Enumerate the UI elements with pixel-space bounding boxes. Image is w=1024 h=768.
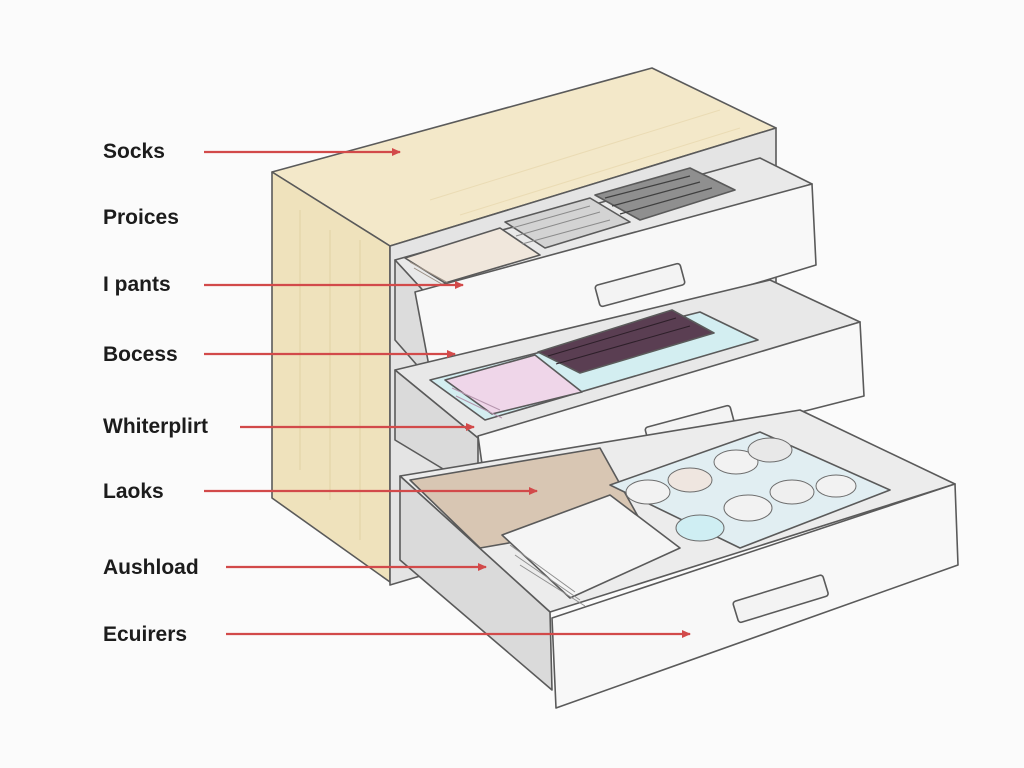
callout-label: Socks [103,140,165,163]
callout-label: Proices [103,206,179,229]
drawer-top-handle [594,262,686,308]
rolled-socks [625,437,857,542]
drawer-bottom-handle [732,574,829,624]
callout-label: Whiterplirt [103,415,208,438]
folded-pink-clothes [444,354,583,415]
callout-label: I pants [103,273,171,296]
callout-label: Ecuirers [103,623,188,646]
folded-purple-clothes [537,309,715,374]
callout-label: Laoks [103,480,164,503]
callout-label: Bocess [103,343,178,366]
callout-arrows [204,148,691,638]
drawer-top [394,157,817,383]
folded-dark-clothes [594,167,736,221]
folded-shirts [404,227,541,284]
drawer-bottom [399,409,959,709]
drawer-bottom-left-wall [399,475,553,691]
callout-label: Aushload [103,556,199,579]
folded-grey-clothes [504,197,631,249]
